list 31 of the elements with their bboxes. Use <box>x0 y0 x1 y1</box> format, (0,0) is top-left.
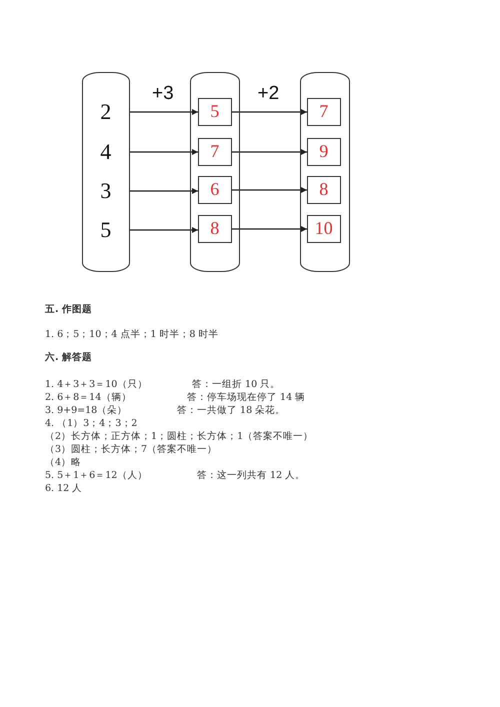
answer-box: 7 <box>306 98 341 126</box>
answer-text: 1. 6；5；10；4 点半；1 时半；8 时半 <box>45 328 218 341</box>
answer-text: 答：一共做了 18 朵花。 <box>177 404 286 417</box>
answer-text: （2）长方体；正方体；1；圆柱；长方体；1（答案不唯一） <box>45 430 314 443</box>
answer-box: 10 <box>306 214 341 243</box>
answer-text: 2. 6＋8＝14（辆） <box>45 391 132 404</box>
answer-text: （4）略 <box>45 456 82 469</box>
answer-text: （3）圆柱；长方体；7（答案不唯一） <box>45 443 218 456</box>
section-heading: 五. 作图题 <box>45 303 92 316</box>
answer-text: 1. 4＋3＋3＝10（只） <box>45 378 148 391</box>
answer-text: 答：这一列共有 12 人。 <box>197 469 306 482</box>
answer-box: 7 <box>198 138 232 166</box>
answer-box: 8 <box>198 214 232 243</box>
number-text: 3 <box>84 176 128 205</box>
answer-text: 3. 9+9=18（朵） <box>45 404 128 417</box>
rounded-column <box>190 72 240 272</box>
answer-text: 5. 5＋1＋6＝12（人） <box>45 469 148 482</box>
number-text: 4 <box>84 138 128 166</box>
answer-box: 5 <box>198 98 232 126</box>
number-text: 5 <box>84 216 128 244</box>
answer-text: 答：停车场现在停了 14 辆 <box>187 391 306 404</box>
number-text: 2 <box>84 98 128 126</box>
rounded-column <box>82 72 130 272</box>
answer-text: 4. （1）3；4；3；2 <box>45 417 138 430</box>
answer-box: 9 <box>306 138 341 166</box>
answer-text: 6. 12 人 <box>45 482 82 495</box>
rounded-column <box>300 72 350 272</box>
answer-text: 答：一组折 10 只。 <box>192 378 280 391</box>
section-heading: 六. 解答题 <box>45 351 92 364</box>
answer-box: 8 <box>306 176 341 204</box>
answer-box: 6 <box>198 176 232 204</box>
